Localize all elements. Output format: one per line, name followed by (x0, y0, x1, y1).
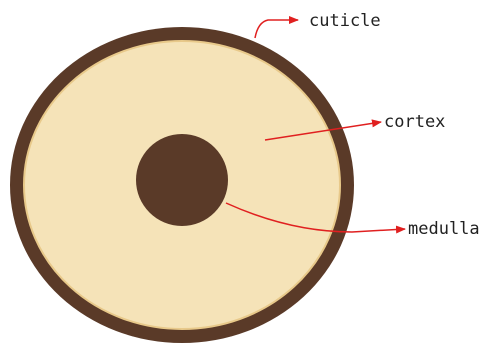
medulla-label: medulla (408, 219, 480, 239)
medulla-core (136, 134, 228, 226)
cortex-label: cortex (384, 112, 445, 132)
cuticle-pointer-arrow (255, 20, 298, 38)
cuticle-label: cuticle (309, 11, 381, 31)
